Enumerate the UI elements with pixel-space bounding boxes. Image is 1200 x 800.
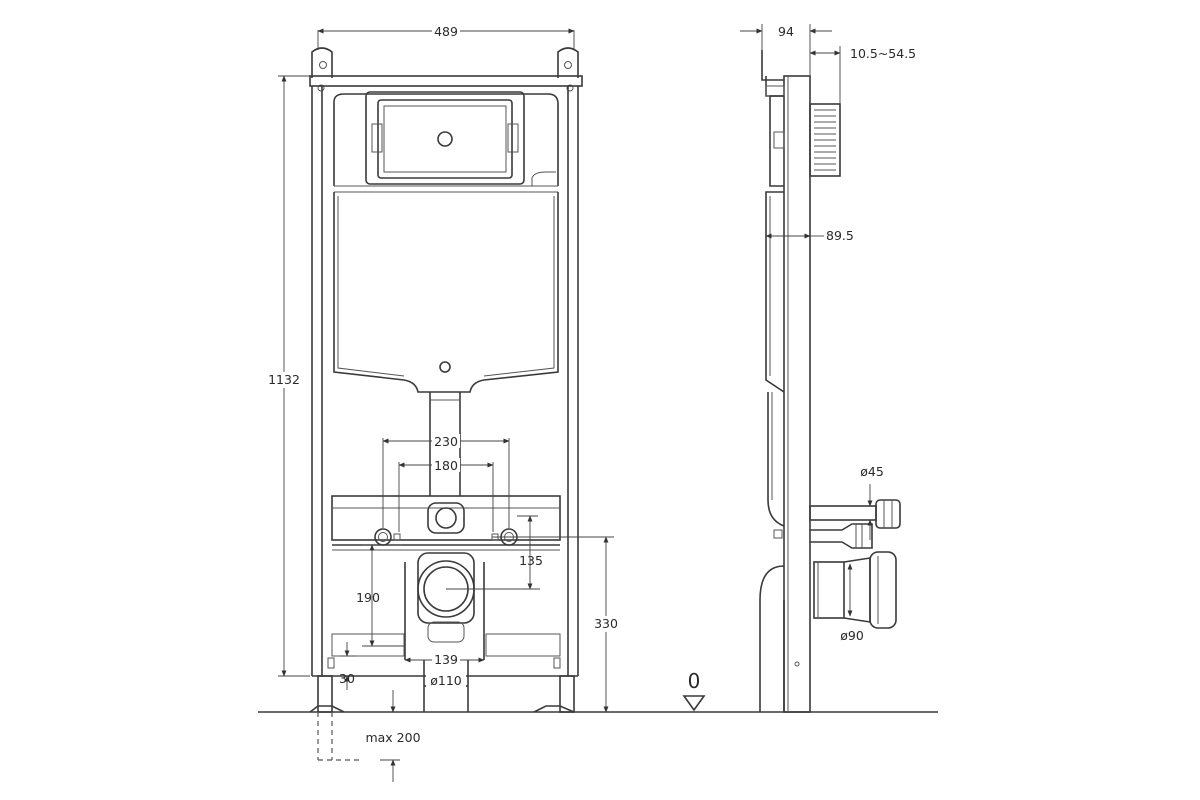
inlet-diameter-dim-label: ø45	[860, 464, 884, 479]
width-dim-label: 489	[434, 24, 458, 39]
stud-height-dim-label: 135	[519, 553, 543, 568]
foot-dim-label: 30	[339, 671, 355, 686]
front-view	[309, 47, 583, 761]
front-dimensions: 489 1132 230 180 135 190 330	[266, 24, 620, 782]
tank-depth-dim-label: 89.5	[826, 228, 854, 243]
foot-extension-dim-label: max 200	[365, 730, 420, 745]
floor-level-label: 0	[688, 669, 701, 693]
adjust-dim-label: 10.5~54.5	[850, 46, 916, 61]
side-view	[759, 50, 901, 713]
outlet-axis-dim-label: 330	[594, 616, 618, 631]
outlet-diameter-side-dim-label: ø90	[840, 628, 864, 643]
studs-inner-dim-label: 180	[434, 458, 458, 473]
floor-level-mark: 0	[682, 669, 706, 712]
height-dim-label: 1132	[268, 372, 300, 387]
outlet-width-dim-label: 139	[434, 652, 458, 667]
outlet-height-dim-label: 190	[356, 590, 380, 605]
studs-outer-dim-label: 230	[434, 434, 458, 449]
flush-plate-grille	[814, 109, 836, 171]
outlet-diameter-dim-label: ø110	[430, 673, 462, 688]
side-dimensions: 94 10.5~54.5 89.5 ø45 ø90	[740, 24, 916, 643]
depth-dim-label: 94	[778, 24, 794, 39]
